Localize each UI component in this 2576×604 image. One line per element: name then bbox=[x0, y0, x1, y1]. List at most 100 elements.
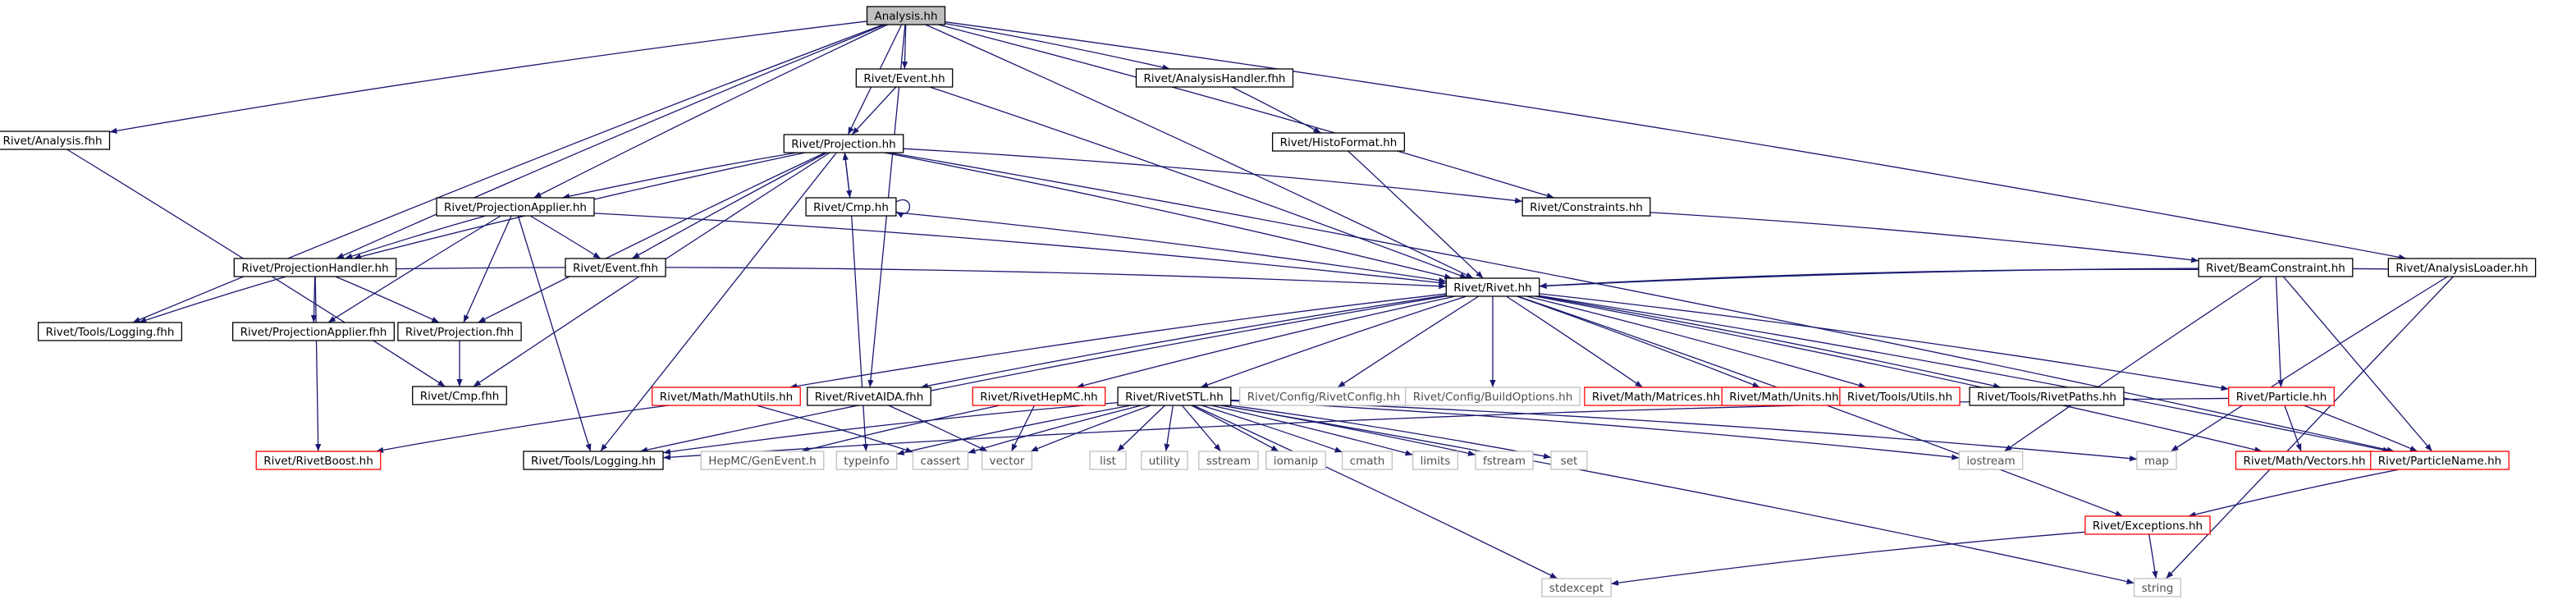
file-node-box bbox=[1550, 451, 1588, 470]
dependency-edge bbox=[1076, 295, 1456, 389]
file-node-utility: utility bbox=[1141, 451, 1188, 470]
dependency-edge bbox=[1200, 295, 1467, 388]
file-node-box bbox=[1405, 387, 1581, 406]
file-node-projectionapplier-fhh[interactable]: Rivet/ProjectionApplier.fhh bbox=[232, 322, 395, 341]
dependency-edge bbox=[889, 152, 2395, 453]
file-node-box bbox=[1521, 197, 1651, 217]
file-node-matrices-hh[interactable]: Rivet/Math/Matrices.hh bbox=[1584, 387, 1728, 406]
dependency-edge bbox=[895, 212, 1447, 284]
file-node-analysis-hh[interactable]: Analysis.hh bbox=[866, 6, 946, 25]
dependency-edge bbox=[1220, 405, 2134, 585]
dependency-edge bbox=[1611, 531, 2085, 586]
file-node-list: list bbox=[1089, 451, 1127, 470]
file-node-analysisloader-hh[interactable]: Rivet/AnalysisLoader.hh bbox=[2387, 258, 2537, 277]
dependency-edge bbox=[631, 152, 828, 259]
file-node-projectionapplier-hh[interactable]: Rivet/ProjectionApplier.hh bbox=[436, 197, 595, 217]
file-node-projection-hh[interactable]: Rivet/Projection.hh bbox=[783, 134, 904, 153]
dependency-edge bbox=[478, 152, 826, 323]
file-node-box bbox=[700, 451, 825, 470]
file-node-vector: vector bbox=[981, 451, 1033, 470]
file-node-rivetaida-fhh[interactable]: Rivet/RivetAIDA.fhh bbox=[807, 387, 931, 406]
file-node-box bbox=[232, 322, 395, 341]
dependency-edge bbox=[1030, 405, 1151, 452]
file-node-box bbox=[397, 322, 522, 341]
file-node-vectors-hh[interactable]: Rivet/Math/Vectors.hh bbox=[2235, 451, 2374, 470]
file-node-box bbox=[1141, 451, 1188, 470]
file-node-rivetpaths-hh[interactable]: Rivet/Tools/RivetPaths.hh bbox=[1969, 387, 2125, 406]
file-node-particlename-hh[interactable]: Rivet/ParticleName.hh bbox=[2370, 451, 2510, 470]
file-node-box bbox=[866, 6, 946, 25]
file-node-sstream: sstream bbox=[1198, 451, 1259, 470]
file-node-projection-fhh[interactable]: Rivet/Projection.fhh bbox=[397, 322, 522, 341]
file-node-rivetstl-hh[interactable]: Rivet/RivetSTL.hh bbox=[1117, 387, 1232, 406]
dependency-edge bbox=[600, 152, 837, 452]
file-node-utils-hh[interactable]: Rivet/Tools/Utils.hh bbox=[1839, 387, 1961, 406]
file-node-box bbox=[1445, 277, 1540, 297]
file-node-label: Rivet/Constraints.hh bbox=[1530, 201, 1643, 214]
dependency-edge bbox=[1506, 295, 1643, 388]
dependency-edge bbox=[945, 22, 1170, 71]
file-node-box bbox=[2370, 451, 2510, 470]
file-node-set: set bbox=[1550, 451, 1588, 470]
dependency-edge bbox=[888, 405, 988, 452]
file-node-box bbox=[1341, 451, 1393, 470]
file-node-label: Rivet/Math/Vectors.hh bbox=[2243, 455, 2365, 468]
file-node-box bbox=[807, 387, 931, 406]
file-node-constraints-hh[interactable]: Rivet/Constraints.hh bbox=[1521, 197, 1651, 217]
file-node-histoformat-hh[interactable]: Rivet/HistoFormat.hh bbox=[1271, 132, 1406, 152]
file-node-logging-hh[interactable]: Rivet/Tools/Logging.hh bbox=[523, 451, 664, 470]
file-node-box bbox=[2136, 451, 2177, 470]
file-node-rivetboost-hh[interactable]: Rivet/RivetBoost.hh bbox=[255, 451, 382, 470]
file-node-label: Rivet/AnalysisHandler.fhh bbox=[1144, 72, 1286, 85]
file-node-cmp-hh[interactable]: Rivet/Cmp.hh bbox=[805, 197, 897, 217]
file-node-event-hh[interactable]: Rivet/Event.hh bbox=[855, 68, 954, 88]
file-node-label: iomanip bbox=[1274, 455, 1318, 468]
file-node-label: Rivet/Cmp.fhh bbox=[420, 390, 500, 403]
file-node-particle-hh[interactable]: Rivet/Particle.hh bbox=[2228, 387, 2335, 406]
file-node-box bbox=[436, 197, 595, 217]
file-node-cassert: cassert bbox=[912, 451, 969, 470]
file-node-iostream: iostream bbox=[1958, 451, 2024, 470]
file-node-box bbox=[1089, 451, 1127, 470]
file-node-label: Rivet/Event.fhh bbox=[573, 262, 658, 275]
dependency-edge bbox=[310, 276, 318, 323]
file-node-label: Rivet/Math/MathUtils.hh bbox=[660, 391, 793, 404]
dependency-edge bbox=[335, 276, 440, 323]
file-node-exceptions-hh[interactable]: Rivet/Exceptions.hh bbox=[2084, 515, 2211, 535]
file-node-mathutils-hh[interactable]: Rivet/Math/MathUtils.hh bbox=[652, 387, 801, 406]
file-node-label: Rivet/Tools/Logging.hh bbox=[531, 455, 656, 468]
file-node-units-hh[interactable]: Rivet/Math/Units.hh bbox=[1721, 387, 1847, 406]
dependency-edge bbox=[1181, 405, 1222, 452]
file-node-label: Rivet/RivetHepMC.hh bbox=[980, 391, 1098, 404]
dependency-edge bbox=[903, 148, 1523, 204]
file-node-projectionhandler-hh[interactable]: Rivet/ProjectionHandler.hh bbox=[233, 258, 397, 277]
dependency-edge bbox=[1347, 150, 1484, 279]
dependency-edge bbox=[920, 295, 1447, 389]
file-node-label: Rivet/RivetAIDA.fhh bbox=[815, 391, 924, 404]
file-node-rivethepmc-hh[interactable]: Rivet/RivetHepMC.hh bbox=[972, 387, 1106, 406]
dependency-edge bbox=[1229, 405, 1552, 460]
dependency-edge bbox=[2275, 276, 2284, 388]
file-node-rivet-hh[interactable]: Rivet/Rivet.hh bbox=[1445, 277, 1540, 297]
file-node-box bbox=[783, 134, 904, 153]
file-node-beamconstraint-hh[interactable]: Rivet/BeamConstraint.hh bbox=[2198, 258, 2354, 277]
file-node-label: Rivet/Tools/Utils.hh bbox=[1847, 391, 1952, 404]
file-node-box bbox=[1135, 68, 1294, 88]
file-node-label: Rivet/AnalysisLoader.hh bbox=[2395, 262, 2528, 275]
dependency-edge bbox=[2003, 276, 2263, 452]
file-node-label: HepMC/GenEvent.h bbox=[708, 455, 817, 468]
file-node-analysishandler-fhh[interactable]: Rivet/AnalysisHandler.fhh bbox=[1135, 68, 1294, 88]
file-node-label: Rivet/BeamConstraint.hh bbox=[2206, 262, 2345, 275]
file-node-box bbox=[1958, 451, 2024, 470]
file-node-label: Rivet/Rivet.hh bbox=[1453, 281, 1531, 295]
file-node-box bbox=[835, 451, 898, 470]
dependency-edge bbox=[396, 267, 1447, 290]
file-node-logging-fhh[interactable]: Rivet/Tools/Logging.fhh bbox=[37, 322, 183, 341]
file-node-label: map bbox=[2144, 455, 2169, 468]
file-node-cmp-fhh[interactable]: Rivet/Cmp.fhh bbox=[412, 386, 507, 405]
file-node-analysis-fhh[interactable]: Rivet/Analysis.fhh bbox=[0, 130, 111, 150]
file-node-event-fhh[interactable]: Rivet/Event.fhh bbox=[565, 258, 666, 277]
file-node-label: cmath bbox=[1350, 455, 1385, 468]
file-node-label: Rivet/RivetSTL.hh bbox=[1125, 391, 1224, 404]
